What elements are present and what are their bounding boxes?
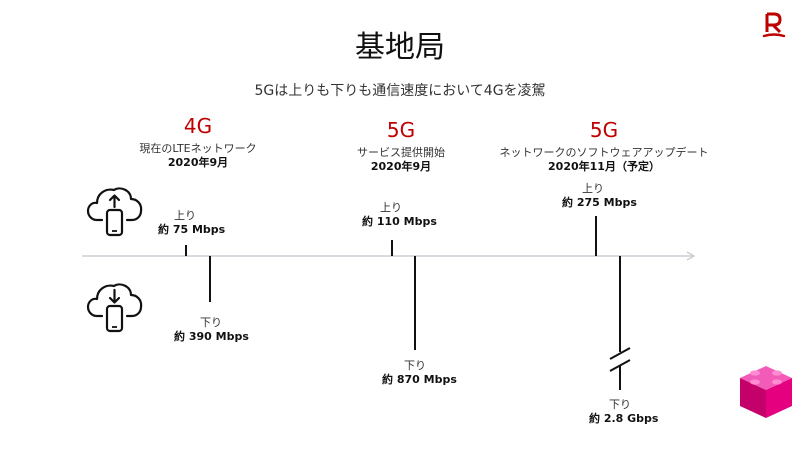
page-subtitle: 5Gは上りも下りも通信速度において4Gを凌駕 (254, 83, 546, 99)
column-date: 2020年11月（予定） (548, 160, 660, 173)
speed-value: 約 390 Mbps (174, 330, 249, 343)
launch-download-label: 下り 約 870 Mbps (382, 359, 457, 387)
generation-label: 5G (386, 118, 416, 142)
column-description: サービス提供開始 (357, 146, 445, 159)
column-date: 2020年9月 (370, 160, 432, 173)
column-description: ネットワークのソフトウェアアップデート (499, 146, 709, 159)
lte-upload-label: 上り 約 75 Mbps (158, 209, 225, 237)
column-description: 現在のLTEネットワーク (139, 142, 257, 155)
direction-label: 上り (582, 182, 604, 195)
lte-download-label: 下り 約 390 Mbps (174, 316, 249, 344)
column-5g-update: 5G ネットワークのソフトウェアアップデート 2020年11月（予定） (474, 118, 734, 174)
rakuten-logo (762, 12, 786, 38)
cloud-download-phone-icon (86, 283, 143, 333)
direction-label: 下り (404, 359, 426, 372)
column-date: 2020年9月 (167, 156, 229, 169)
timeline-arrowhead (686, 251, 696, 261)
direction-label: 下り (609, 398, 631, 411)
direction-label: 上り (174, 209, 196, 222)
direction-label: 下り (200, 316, 222, 329)
generation-label: 5G (589, 118, 619, 142)
cloud-upload-phone-icon (86, 187, 143, 237)
speed-value: 約 2.8 Gbps (589, 412, 659, 425)
page-title: 基地局 (355, 30, 445, 65)
axis-break-mark-lower (609, 359, 631, 372)
direction-label: 上り (380, 201, 402, 214)
generation-label: 4G (183, 114, 213, 138)
column-4g-lte: 4G 現在のLTEネットワーク 2020年9月 (68, 114, 328, 170)
launch-upload-label: 上り 約 110 Mbps (362, 201, 437, 229)
update-upload-label: 上り 約 275 Mbps (562, 182, 637, 210)
pink-cube-icon (740, 366, 792, 418)
axis-break-mark-upper (609, 347, 631, 360)
speed-value: 約 870 Mbps (382, 373, 457, 386)
update-download-label: 下り 約 2.8 Gbps (589, 398, 658, 426)
speed-value: 約 75 Mbps (158, 223, 226, 236)
speed-value: 約 110 Mbps (362, 215, 437, 228)
speed-value: 約 275 Mbps (562, 196, 637, 209)
column-5g-launch: 5G サービス提供開始 2020年9月 (271, 118, 531, 174)
